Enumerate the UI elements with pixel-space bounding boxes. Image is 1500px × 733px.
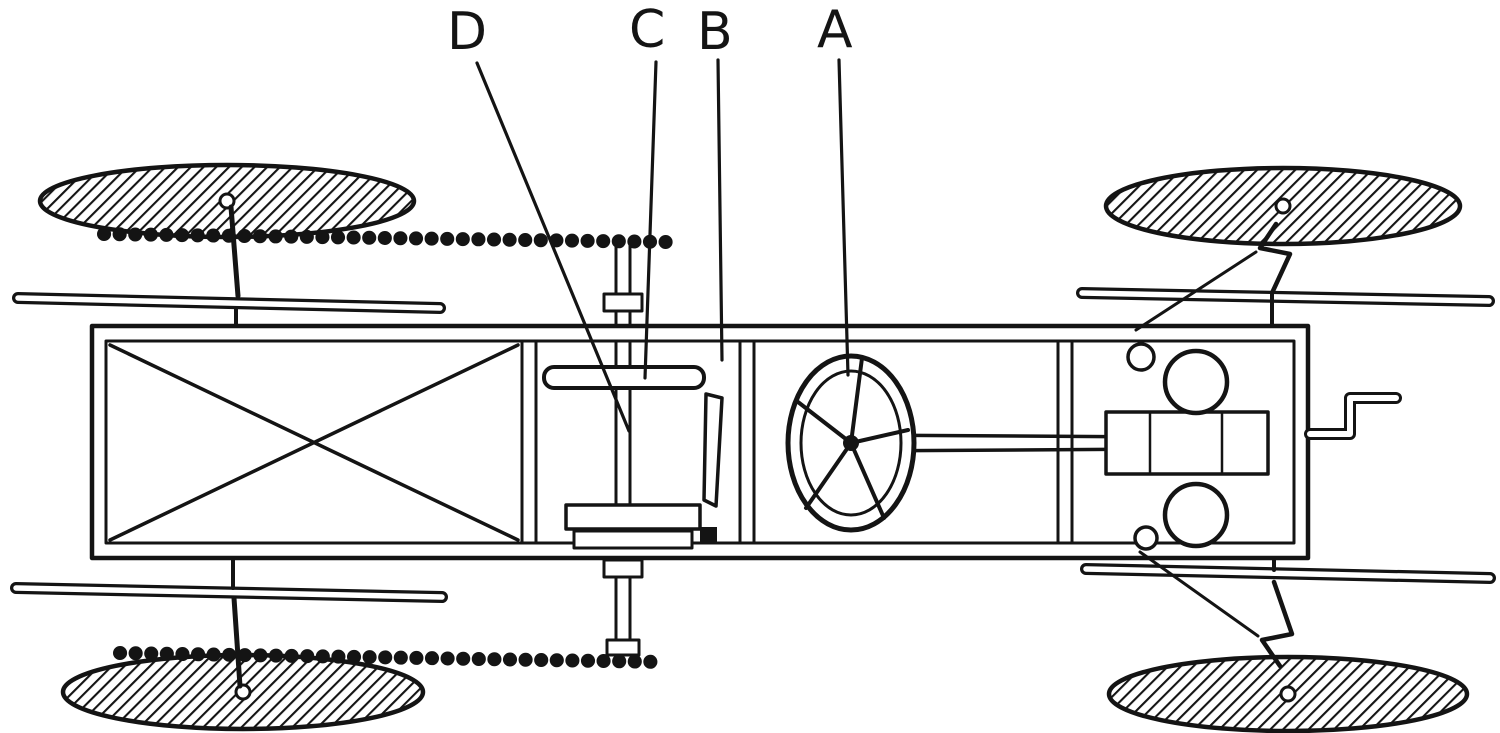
label-c: C (629, 0, 666, 60)
label-a: A (817, 0, 853, 60)
steering-wheel (785, 353, 917, 533)
label-d: D (447, 2, 488, 62)
engine (1104, 342, 1270, 551)
axle-stub-bottom-left (231, 556, 243, 689)
gearbox (564, 503, 717, 550)
leader-line-b (716, 58, 724, 362)
wheel-top-left (37, 162, 417, 240)
leader-line-c (643, 60, 658, 380)
label-b: B (697, 2, 733, 62)
wheel-bottom-right (1106, 654, 1470, 733)
beaded-bar-bottom (113, 646, 669, 669)
control-bar (542, 365, 706, 390)
pedal-lever (702, 392, 724, 508)
axle-stub-top-left (228, 204, 241, 328)
leader-line-a (837, 58, 850, 377)
wheel-top-right (1103, 165, 1463, 247)
mid-post (602, 240, 644, 657)
wheel-bottom-left (60, 652, 426, 732)
spring-rod-top-left (12, 292, 446, 314)
leader-line-d (475, 61, 631, 433)
spring-rod-top-right (1076, 287, 1495, 307)
crank-handle (1304, 392, 1402, 440)
steering-knuckle-top-right (1134, 221, 1293, 332)
spring-rod-bottom-right (1080, 563, 1496, 584)
beaded-bar-top (97, 227, 675, 249)
spring-rod-bottom-left (10, 582, 448, 603)
